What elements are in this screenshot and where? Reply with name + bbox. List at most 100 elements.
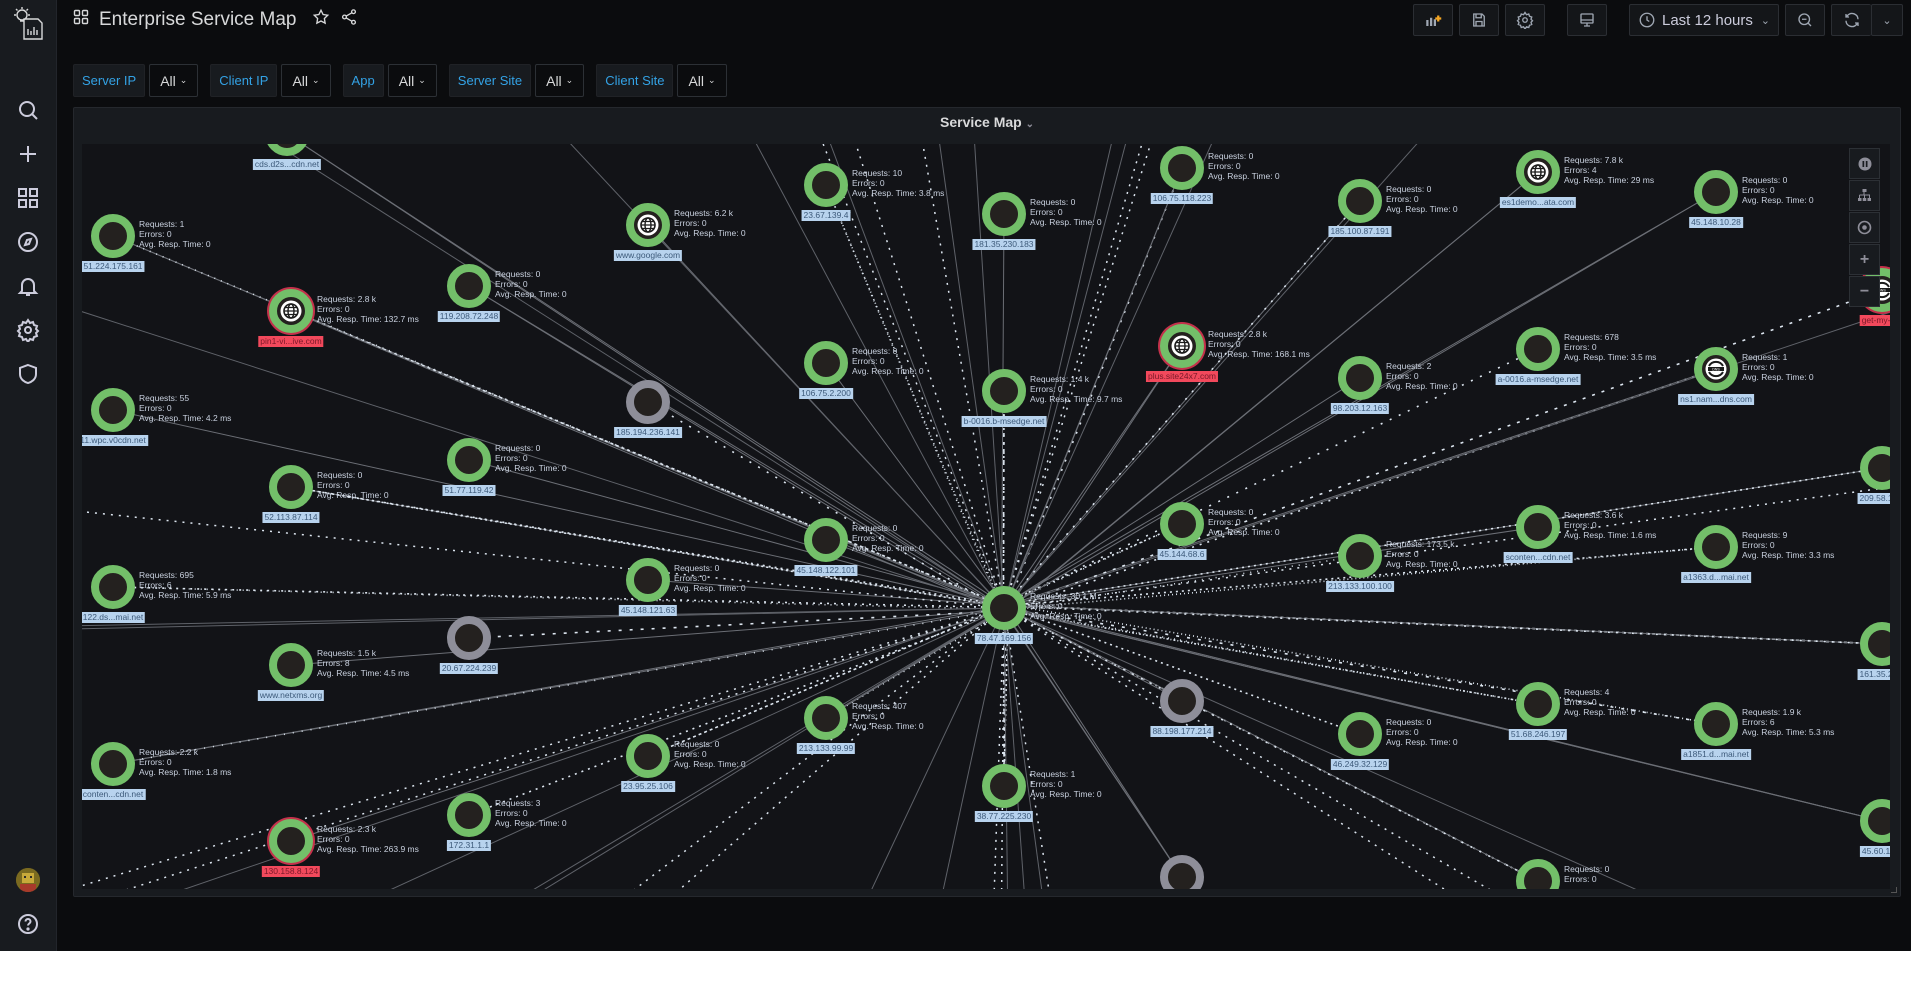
search-icon[interactable] bbox=[16, 98, 40, 122]
node-ring[interactable] bbox=[447, 264, 491, 308]
node-stat-err: Errors: 0 bbox=[1564, 697, 1597, 707]
node-ring[interactable] bbox=[1860, 622, 1890, 666]
node-ring[interactable] bbox=[91, 388, 135, 432]
node-ring[interactable] bbox=[1338, 179, 1382, 223]
filter-select-client-site[interactable]: All⌄ bbox=[677, 64, 727, 97]
service-map-canvas[interactable]: Avg. Resp. Time: ...cds.d2s...cdn.netReq… bbox=[82, 144, 1890, 889]
node-stat-req: Requests: 2.3 k bbox=[317, 824, 377, 834]
node-ring[interactable] bbox=[626, 380, 670, 424]
dashboard-title[interactable]: Enterprise Service Map bbox=[99, 8, 297, 30]
globe-icon[interactable] bbox=[269, 289, 313, 333]
globe-icon[interactable] bbox=[1160, 324, 1204, 368]
star-icon[interactable] bbox=[312, 8, 330, 31]
node-stat-err: Errors: 8 bbox=[317, 658, 350, 668]
node-ring[interactable] bbox=[1160, 146, 1204, 190]
node-ring[interactable] bbox=[1338, 534, 1382, 578]
panel-resize-handle[interactable] bbox=[1891, 887, 1897, 893]
node-stat-req: Requests: 1 bbox=[139, 219, 185, 229]
node-ring[interactable] bbox=[269, 819, 313, 863]
edge bbox=[1003, 603, 1717, 725]
node-ring[interactable] bbox=[1516, 505, 1560, 549]
dashboard-settings-button[interactable] bbox=[1505, 4, 1545, 36]
time-range-picker[interactable]: Last 12 hours ⌄ bbox=[1629, 4, 1779, 36]
node-ring[interactable] bbox=[91, 214, 135, 258]
node-stat-err: Errors: 6 bbox=[139, 580, 172, 590]
node-ring[interactable] bbox=[982, 369, 1026, 413]
globe-icon[interactable] bbox=[626, 203, 670, 247]
node-ring[interactable] bbox=[269, 465, 313, 509]
panel-title[interactable]: Service Map ⌄ bbox=[74, 114, 1900, 130]
node-ring[interactable] bbox=[1860, 446, 1890, 490]
node-ring[interactable] bbox=[1694, 170, 1738, 214]
node-ring[interactable] bbox=[1160, 855, 1204, 889]
add-panel-button[interactable] bbox=[1413, 4, 1453, 36]
node-stat-req: Requests: 10 bbox=[852, 168, 903, 178]
node-ring[interactable] bbox=[1516, 682, 1560, 726]
node-ring[interactable] bbox=[982, 192, 1026, 236]
gear-icon[interactable] bbox=[16, 318, 40, 344]
dashboards-grid-icon[interactable] bbox=[16, 186, 40, 210]
user-avatar[interactable] bbox=[16, 868, 40, 892]
zoom-in-icon[interactable]: + bbox=[1849, 244, 1880, 275]
node-ring[interactable] bbox=[626, 558, 670, 602]
node-ring[interactable] bbox=[1516, 859, 1560, 889]
node-stat-err: Errors: 0 bbox=[1208, 517, 1241, 527]
save-dashboard-button[interactable] bbox=[1459, 4, 1499, 36]
node-stat-err: Errors: 0 bbox=[139, 229, 172, 239]
node-ring[interactable] bbox=[91, 565, 135, 609]
node-ring[interactable] bbox=[447, 616, 491, 660]
node-stat-req: Requests: 0 bbox=[674, 739, 720, 749]
refresh-interval-dropdown[interactable]: ⌄ bbox=[1871, 4, 1903, 36]
node-label: 106.75.2.200 bbox=[799, 388, 853, 399]
filter-select-server-ip[interactable]: All⌄ bbox=[149, 64, 199, 97]
pause-icon[interactable] bbox=[1849, 148, 1880, 179]
filter-select-app[interactable]: All⌄ bbox=[387, 64, 437, 97]
center-target-icon[interactable] bbox=[1849, 212, 1880, 243]
node-ring[interactable] bbox=[1338, 356, 1382, 400]
node-ring[interactable] bbox=[1694, 525, 1738, 569]
node-ring[interactable] bbox=[804, 163, 848, 207]
bell-icon[interactable] bbox=[16, 274, 40, 298]
node-ring[interactable] bbox=[1860, 799, 1890, 843]
node-stat-avg: Avg. Resp. Time: 29 ms bbox=[1564, 175, 1655, 185]
share-icon[interactable] bbox=[340, 8, 358, 31]
globe-icon[interactable] bbox=[1516, 150, 1560, 194]
compass-icon[interactable] bbox=[16, 230, 40, 254]
node-ring[interactable] bbox=[269, 643, 313, 687]
node-ring[interactable] bbox=[1694, 702, 1738, 746]
node-ring[interactable] bbox=[804, 341, 848, 385]
help-icon[interactable] bbox=[16, 912, 40, 936]
node-ring[interactable] bbox=[982, 586, 1026, 630]
refresh-button[interactable] bbox=[1831, 4, 1871, 36]
layout-hierarchy-icon[interactable] bbox=[1849, 180, 1880, 211]
node-stat-avg: Avg. Resp. Time: 0 bbox=[495, 818, 567, 828]
zoom-out-time-button[interactable] bbox=[1785, 4, 1825, 36]
node-ring[interactable] bbox=[447, 793, 491, 837]
node-ring[interactable] bbox=[1516, 327, 1560, 371]
node-ring[interactable] bbox=[626, 734, 670, 778]
filter-select-client-ip[interactable]: All⌄ bbox=[281, 64, 331, 97]
app-logo-icon[interactable] bbox=[10, 5, 46, 41]
dashboard-grid-icon bbox=[73, 9, 89, 30]
node-ring[interactable] bbox=[1160, 679, 1204, 723]
edge bbox=[112, 586, 1004, 609]
zoom-out-icon[interactable]: − bbox=[1849, 276, 1880, 307]
node-ring[interactable] bbox=[447, 438, 491, 482]
node-ring[interactable] bbox=[982, 764, 1026, 808]
shield-icon[interactable] bbox=[16, 362, 40, 386]
filter-select-server-site[interactable]: All⌄ bbox=[535, 64, 585, 97]
node-ring[interactable] bbox=[1160, 502, 1204, 546]
edge bbox=[290, 310, 1002, 606]
plus-icon[interactable] bbox=[16, 142, 40, 166]
node-stat-avg: Avg. Resp. Time: 3.3 ms bbox=[1742, 550, 1835, 560]
cycle-view-mode-button[interactable] bbox=[1567, 4, 1607, 36]
node-ring[interactable] bbox=[91, 742, 135, 786]
node-ring[interactable] bbox=[804, 518, 848, 562]
dns-icon[interactable]: DNS bbox=[1694, 347, 1738, 391]
node-ring[interactable] bbox=[1338, 712, 1382, 756]
node-ring[interactable] bbox=[804, 696, 848, 740]
